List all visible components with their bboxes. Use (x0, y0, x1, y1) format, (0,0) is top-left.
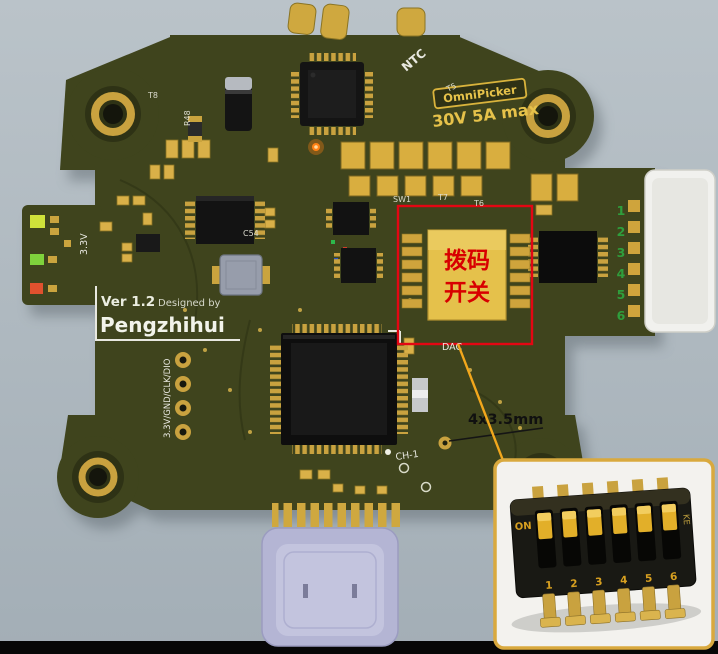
annotation-red-box (396, 204, 534, 346)
inductor-gray (212, 254, 270, 296)
led-tab (30, 215, 71, 294)
inset-num-4: 4 (620, 574, 628, 586)
qfn-chip-mid-a (326, 202, 376, 235)
ref-t6: T6 (473, 199, 484, 208)
qfn-chip-mid-b (334, 248, 383, 283)
electrolytic-cap (225, 77, 252, 131)
inset-num-3: 3 (595, 576, 603, 588)
soic-chip-left (185, 196, 265, 244)
ref-c54: C54 (243, 229, 259, 238)
designer-name: Pengzhihui (100, 313, 225, 337)
connector-pin-numbers: 1 2 3 4 5 6 (617, 203, 626, 323)
mounting-hole-top-right (520, 88, 576, 144)
test-points (398, 462, 432, 493)
led-green (30, 254, 44, 265)
inset-num-2: 2 (570, 578, 578, 590)
capacitor-cluster-top (340, 141, 579, 202)
ref-t7: T7 (437, 193, 448, 202)
swd-header-label: 3.3V/GND/CLK/DIO (163, 358, 173, 438)
qfn-chip-top (291, 53, 373, 135)
pin-number-4: 4 (617, 266, 626, 281)
ref-t5: T5 (444, 81, 458, 94)
dip-switch-label-line2: 开关 (444, 279, 490, 306)
ref-t8: T8 (147, 91, 158, 100)
swd-pads (175, 352, 191, 440)
dimension-label: 4x3.5mm (468, 412, 543, 428)
usb-c-connector (261, 527, 399, 647)
vias (183, 298, 522, 434)
ref-r48: R48 (183, 110, 192, 126)
dip-switch-footprint: 拨码 开关 (401, 229, 531, 321)
inset-num-1: 1 (545, 580, 553, 592)
mounting-hole-top-left (85, 86, 141, 142)
dip-switch-label-line1: 拨码 (444, 248, 490, 274)
version-label: Ver 1.2 (101, 294, 155, 310)
mounting-hole-bottom-left (72, 451, 124, 503)
mcu-chip (270, 324, 408, 455)
inset-num-5: 5 (645, 573, 653, 585)
pin1-dot (385, 449, 391, 455)
pin-number-3: 3 (617, 245, 626, 260)
top-edge-pads (287, 2, 426, 40)
small-passives (99, 139, 553, 495)
ref-sw1: SW1 (393, 195, 411, 204)
inset-leader-line (456, 343, 506, 464)
led-yellow-green (30, 215, 45, 228)
inset-brand-mark: KE (680, 514, 691, 526)
inset-photo: ON KE 1 2 3 4 5 6 (493, 458, 715, 650)
dimension-leader-line (448, 427, 544, 442)
ch1-label: CH-1 (395, 449, 420, 463)
driver-chip-right (528, 231, 608, 283)
bottom-castellation (272, 503, 400, 527)
dip-switch-photo: ON KE 1 2 3 4 5 6 (509, 477, 702, 633)
inset-pin-numbers: 1 2 3 4 5 6 (545, 571, 678, 592)
brand-badge: OmniPicker (432, 77, 528, 110)
inset-on-label: ON (514, 521, 532, 533)
pin-number-6: 6 (617, 308, 626, 323)
dip-switch-legs (540, 584, 686, 628)
pin-number-2: 2 (617, 224, 626, 239)
jst-connector (628, 169, 716, 333)
designed-by-label: Designed by (158, 298, 221, 309)
rail-3v3-label: 3.3V (79, 233, 90, 255)
dac-label: DAC (442, 342, 462, 353)
version-bracket (95, 286, 240, 341)
copper-traces (119, 179, 517, 461)
led-red (30, 283, 43, 294)
pin-number-5: 5 (617, 287, 626, 302)
inset-num-6: 6 (670, 571, 678, 583)
dip-switch-sliders (534, 500, 682, 569)
pin-number-1: 1 (617, 203, 626, 218)
